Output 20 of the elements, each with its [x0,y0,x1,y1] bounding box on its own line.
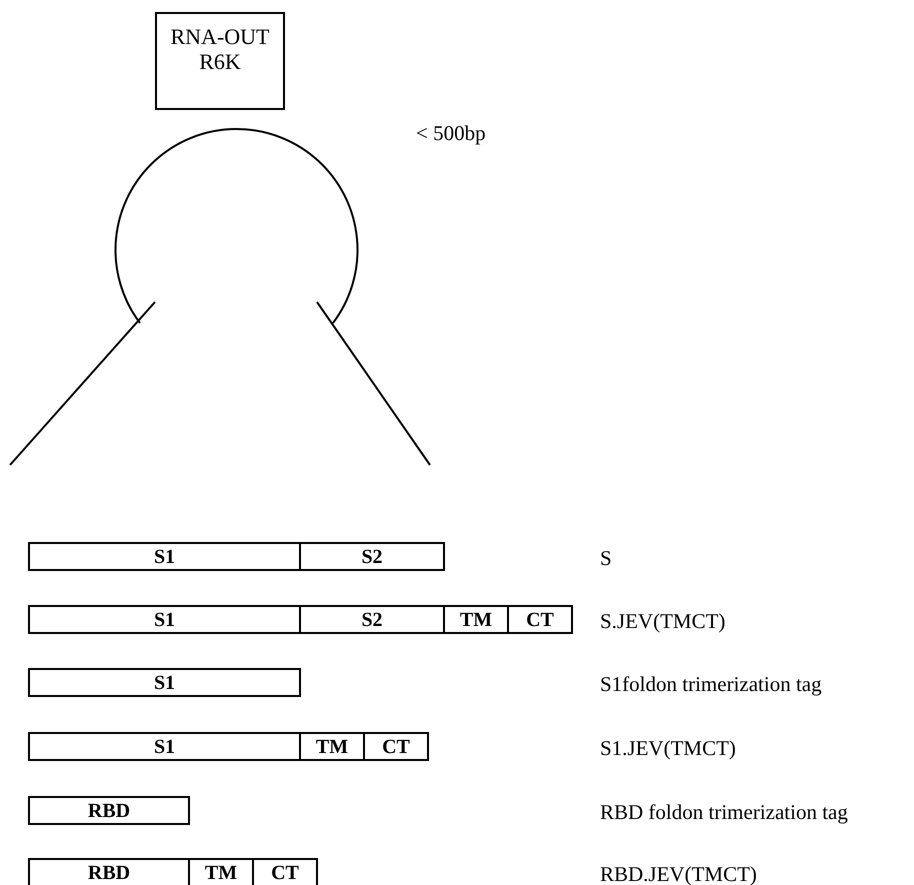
segment-box: S1 [28,542,301,571]
construct-name: S.JEV(TMCT) [600,611,726,632]
segment-box: RBD [28,796,190,825]
segment-box: CT [507,605,573,634]
segment-box: S2 [299,542,445,571]
segment-box: TM [299,732,365,761]
segment-box: S1 [28,668,301,697]
construct-name: S [600,548,612,569]
segment-box: CT [363,732,429,761]
segment-box: RBD [28,858,190,885]
segment-box: CT [252,858,318,885]
segment-box: S2 [299,605,445,634]
construct-name: S1foldon trimerization tag [600,674,822,695]
segment-box: S1 [28,605,301,634]
size-label: < 500bp [416,123,486,144]
marker-box: RNA-OUT R6K [155,12,285,110]
segment-box: S1 [28,732,301,761]
construct-name: RBD foldon trimerization tag [600,802,848,823]
segment-box: TM [443,605,509,634]
construct-name: S1.JEV(TMCT) [600,738,736,759]
